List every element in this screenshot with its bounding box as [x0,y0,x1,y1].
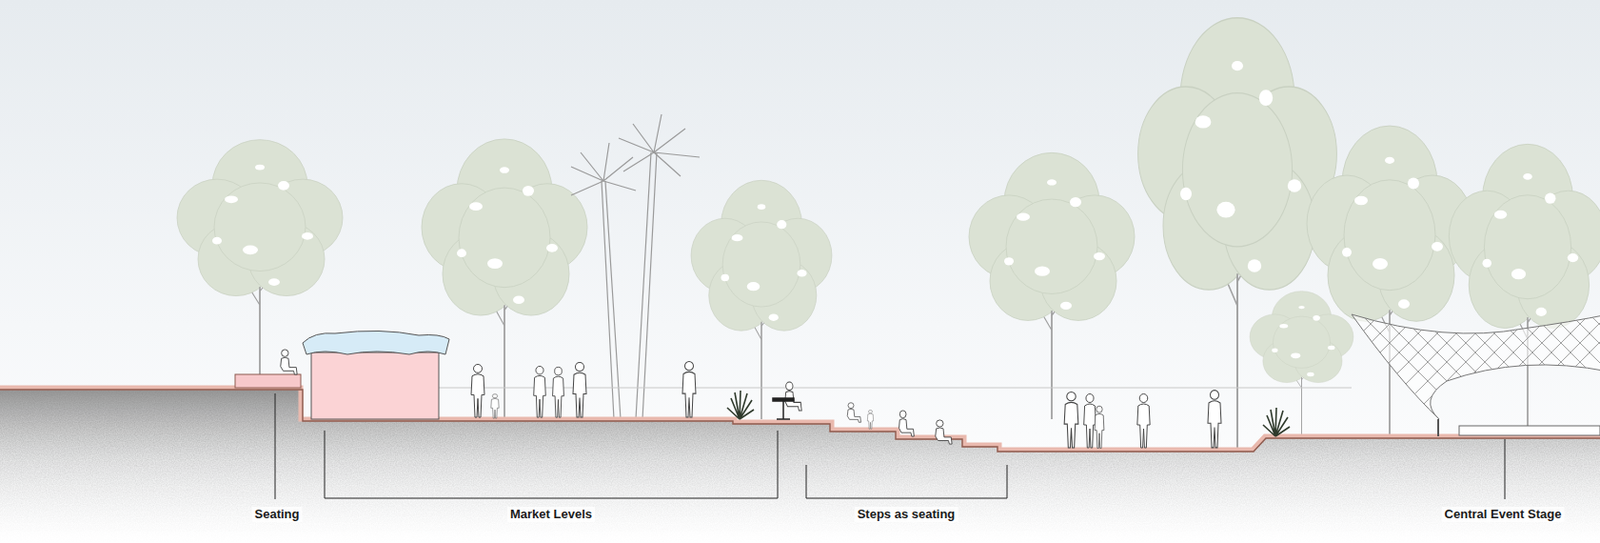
person [899,410,915,436]
person [471,363,485,417]
kiosk-canopy [302,330,450,355]
person [280,349,297,375]
person [491,394,499,418]
market-kiosk [311,352,439,419]
person [785,381,802,411]
person [1094,405,1105,448]
stage-canopy [1256,285,1600,438]
trees [177,18,1600,450]
tree [968,152,1135,419]
tree [1138,18,1338,450]
people [471,361,1222,449]
person [533,365,547,417]
section-label: Market Levels [507,506,595,522]
person [847,402,861,423]
tree [1306,125,1473,436]
section-label: Steps as seating [854,506,959,522]
plant [727,390,1290,436]
cafe-table [772,397,794,419]
person [553,366,565,417]
person [1084,394,1097,449]
ground-line [0,389,1600,452]
leader-lines [275,393,1505,499]
person [867,410,873,430]
tree [691,179,832,419]
person [1064,392,1079,448]
tree [1249,291,1354,436]
person [935,419,952,444]
section-label: Central Event Stage [1441,506,1565,522]
palm-trees [571,114,700,419]
section-label: Seating [252,506,303,522]
person [572,362,587,417]
person [682,361,696,417]
seating-block [235,374,301,388]
tree [421,138,588,419]
person [1207,390,1222,448]
ground-band [0,387,1600,450]
tree [1448,143,1600,436]
person [1137,394,1150,449]
